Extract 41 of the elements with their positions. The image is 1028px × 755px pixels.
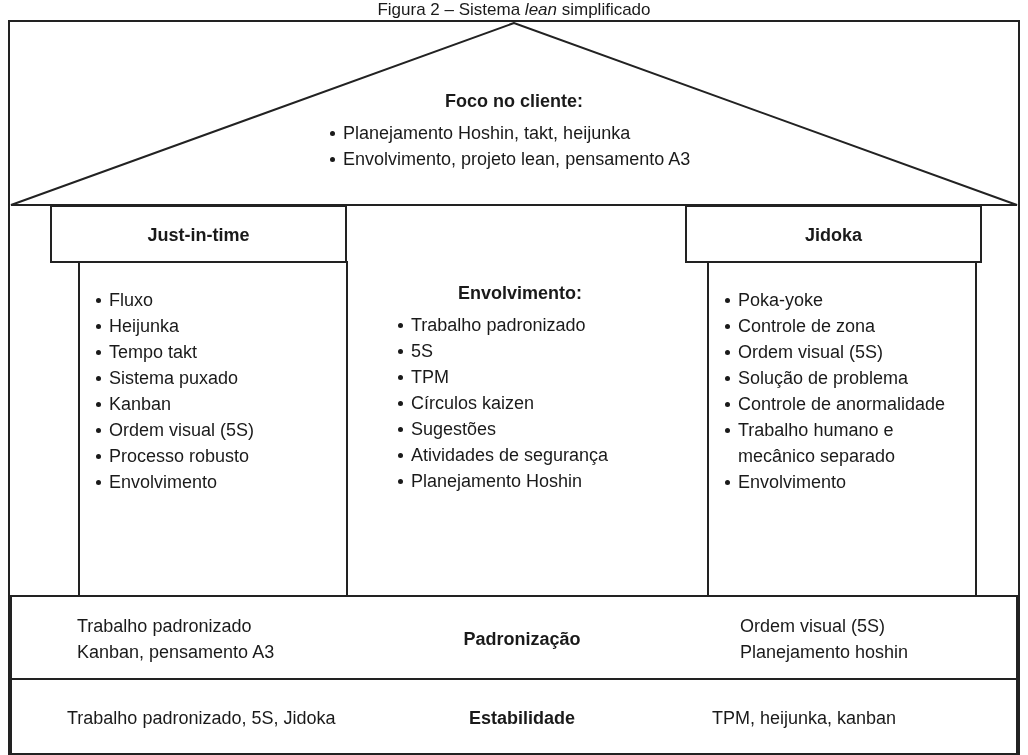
band-text: TPM, heijunka, kanban <box>712 706 897 730</box>
band-text: Trabalho padronizado, 5S, Jidoka <box>67 706 336 730</box>
list-item: Envolvimento <box>109 471 218 494</box>
heading: Envolvimento: <box>457 282 583 305</box>
list-item: Kanban <box>109 393 172 416</box>
list-item: Heijunka <box>109 315 180 338</box>
list-item: Planejamento Hoshin <box>411 470 583 493</box>
list-item: Solução de problema <box>738 367 909 390</box>
pillar-column <box>78 261 348 597</box>
list-item: Tempo takt <box>109 341 198 364</box>
foundation-band <box>10 678 1018 755</box>
list-item: Controle de zona <box>738 315 876 338</box>
list-item: Ordem visual (5S) <box>109 419 255 442</box>
list-item: Trabalho padronizado <box>411 314 586 337</box>
pillar-column <box>707 261 977 597</box>
band-text: Ordem visual (5S) Planejamento hoshin <box>740 614 909 664</box>
list-item: Planejamento Hoshin, takt, heijunka <box>343 122 631 145</box>
list-item: Atividades de segurança <box>411 444 609 467</box>
pillar-header <box>50 205 347 263</box>
foundation-band <box>10 595 1018 680</box>
heading: Just-in-time <box>146 224 251 247</box>
list-item: Sugestões <box>411 418 497 441</box>
list-item: Ordem visual (5S) <box>738 341 884 364</box>
list-item: TPM <box>411 366 449 389</box>
pillar-header <box>685 205 982 263</box>
list-item: Envolvimento, projeto lean, pensamento A3 <box>343 148 691 171</box>
list-item: Trabalho humano e mecânico separado <box>738 419 897 468</box>
list-item: Sistema puxado <box>109 367 239 390</box>
figure-title: Figura 2 – Sistema lean simplificado <box>376 0 652 19</box>
heading: Foco no cliente: <box>444 90 584 113</box>
heading: Jidoka <box>804 224 863 247</box>
list-item: Poka-yoke <box>738 289 824 312</box>
list-item: Círculos kaizen <box>411 392 535 415</box>
band-text: Trabalho padronizado Kanban, pensamento A3 <box>77 614 275 664</box>
list-item: Fluxo <box>109 289 153 312</box>
list-item: Envolvimento <box>738 471 847 494</box>
list-item: Processo robusto <box>109 445 250 468</box>
band-heading: Estabilidade <box>468 706 576 730</box>
band-heading: Padronização <box>462 627 582 651</box>
list-item: Controle de anormalidade <box>738 393 946 416</box>
list-item: 5S <box>411 340 434 363</box>
